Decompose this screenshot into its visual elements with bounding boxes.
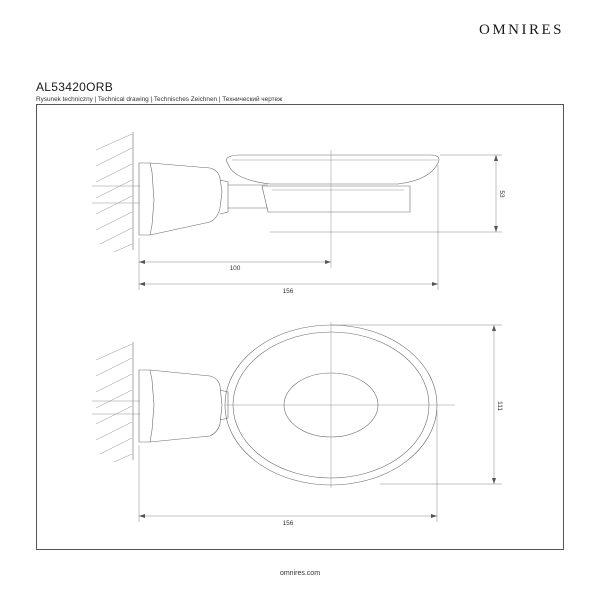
arm-base-side — [149, 162, 223, 236]
dimension-arm-100: 100 — [138, 238, 331, 290]
wall-hatching-top — [92, 342, 140, 463]
arm-collar-side — [219, 179, 229, 215]
dimension-label-53: 53 — [498, 190, 505, 198]
side-view — [92, 132, 440, 268]
dimension-total-156-side: 156 — [139, 165, 439, 295]
dimension-width-111: 111 — [331, 324, 503, 485]
arm-base-top — [149, 369, 223, 443]
dimension-label-156-side: 156 — [283, 288, 294, 295]
footer-url[interactable]: omnires.com — [279, 570, 321, 577]
dimension-label-156-top: 156 — [283, 520, 294, 527]
ring-holder-side — [261, 185, 411, 213]
drawing-frame — [36, 104, 564, 550]
wall-hatching-side — [92, 132, 140, 253]
dimension-total-156-top: 156 — [138, 410, 438, 527]
wall-flange-top — [138, 369, 155, 443]
drawing-subtitle: Rysunek techniczny | Technical drawing |… — [36, 96, 283, 103]
brand-logo: OMNIRES — [478, 22, 564, 38]
dimension-height-53: 53 — [270, 154, 505, 233]
wall-flange-side — [138, 162, 155, 236]
model-number: AL53420ORB — [36, 80, 114, 94]
dimension-label-100: 100 — [230, 265, 241, 272]
dimension-label-111: 111 — [496, 401, 503, 411]
top-view — [92, 322, 455, 488]
soap-dish-side — [225, 154, 440, 185]
